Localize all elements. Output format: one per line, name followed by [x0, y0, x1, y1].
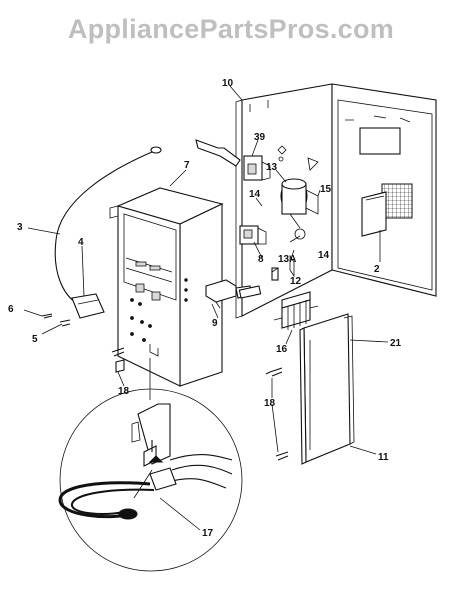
terminal-block	[273, 291, 319, 330]
ground-wire	[54, 146, 162, 319]
callout-7: 7	[184, 160, 190, 171]
power-cord-detail	[58, 358, 243, 572]
connector-part	[238, 254, 295, 299]
motor-assembly	[280, 178, 319, 240]
callout-15: 15	[320, 184, 332, 195]
filter-grid-part	[361, 183, 413, 237]
screws	[41, 313, 289, 461]
callout-21: 21	[390, 338, 402, 349]
callout-12: 12	[290, 276, 302, 287]
callout-18-left: 18	[118, 386, 130, 397]
callout-6: 6	[8, 304, 14, 315]
callout-3: 3	[17, 222, 23, 233]
callout-18-right: 18	[264, 398, 276, 409]
leader-lines	[23, 85, 389, 531]
callout-5: 5	[32, 334, 38, 345]
callout-13a: 13A	[278, 254, 296, 265]
callout-16: 16	[276, 344, 288, 355]
callout-10: 10	[222, 78, 234, 89]
callout-17: 17	[202, 528, 214, 539]
callout-labels: 10 7 39 13 15 14 3 4 14 8 2 13A 12 6 5 9…	[8, 78, 402, 539]
callout-14-lower: 14	[318, 250, 330, 261]
callout-13: 13	[266, 162, 278, 173]
callout-14-upper: 14	[249, 189, 261, 200]
callout-4: 4	[78, 237, 84, 248]
control-box	[109, 187, 224, 387]
watermark: AppliancePartsPros.com	[67, 14, 395, 44]
callout-9: 9	[212, 318, 218, 329]
callout-11: 11	[378, 452, 389, 463]
callout-2: 2	[374, 264, 380, 275]
callout-8: 8	[258, 254, 264, 265]
front-cover	[299, 313, 355, 465]
small-switch	[239, 225, 267, 245]
callout-39: 39	[254, 132, 266, 143]
switch-bracket	[195, 139, 271, 181]
